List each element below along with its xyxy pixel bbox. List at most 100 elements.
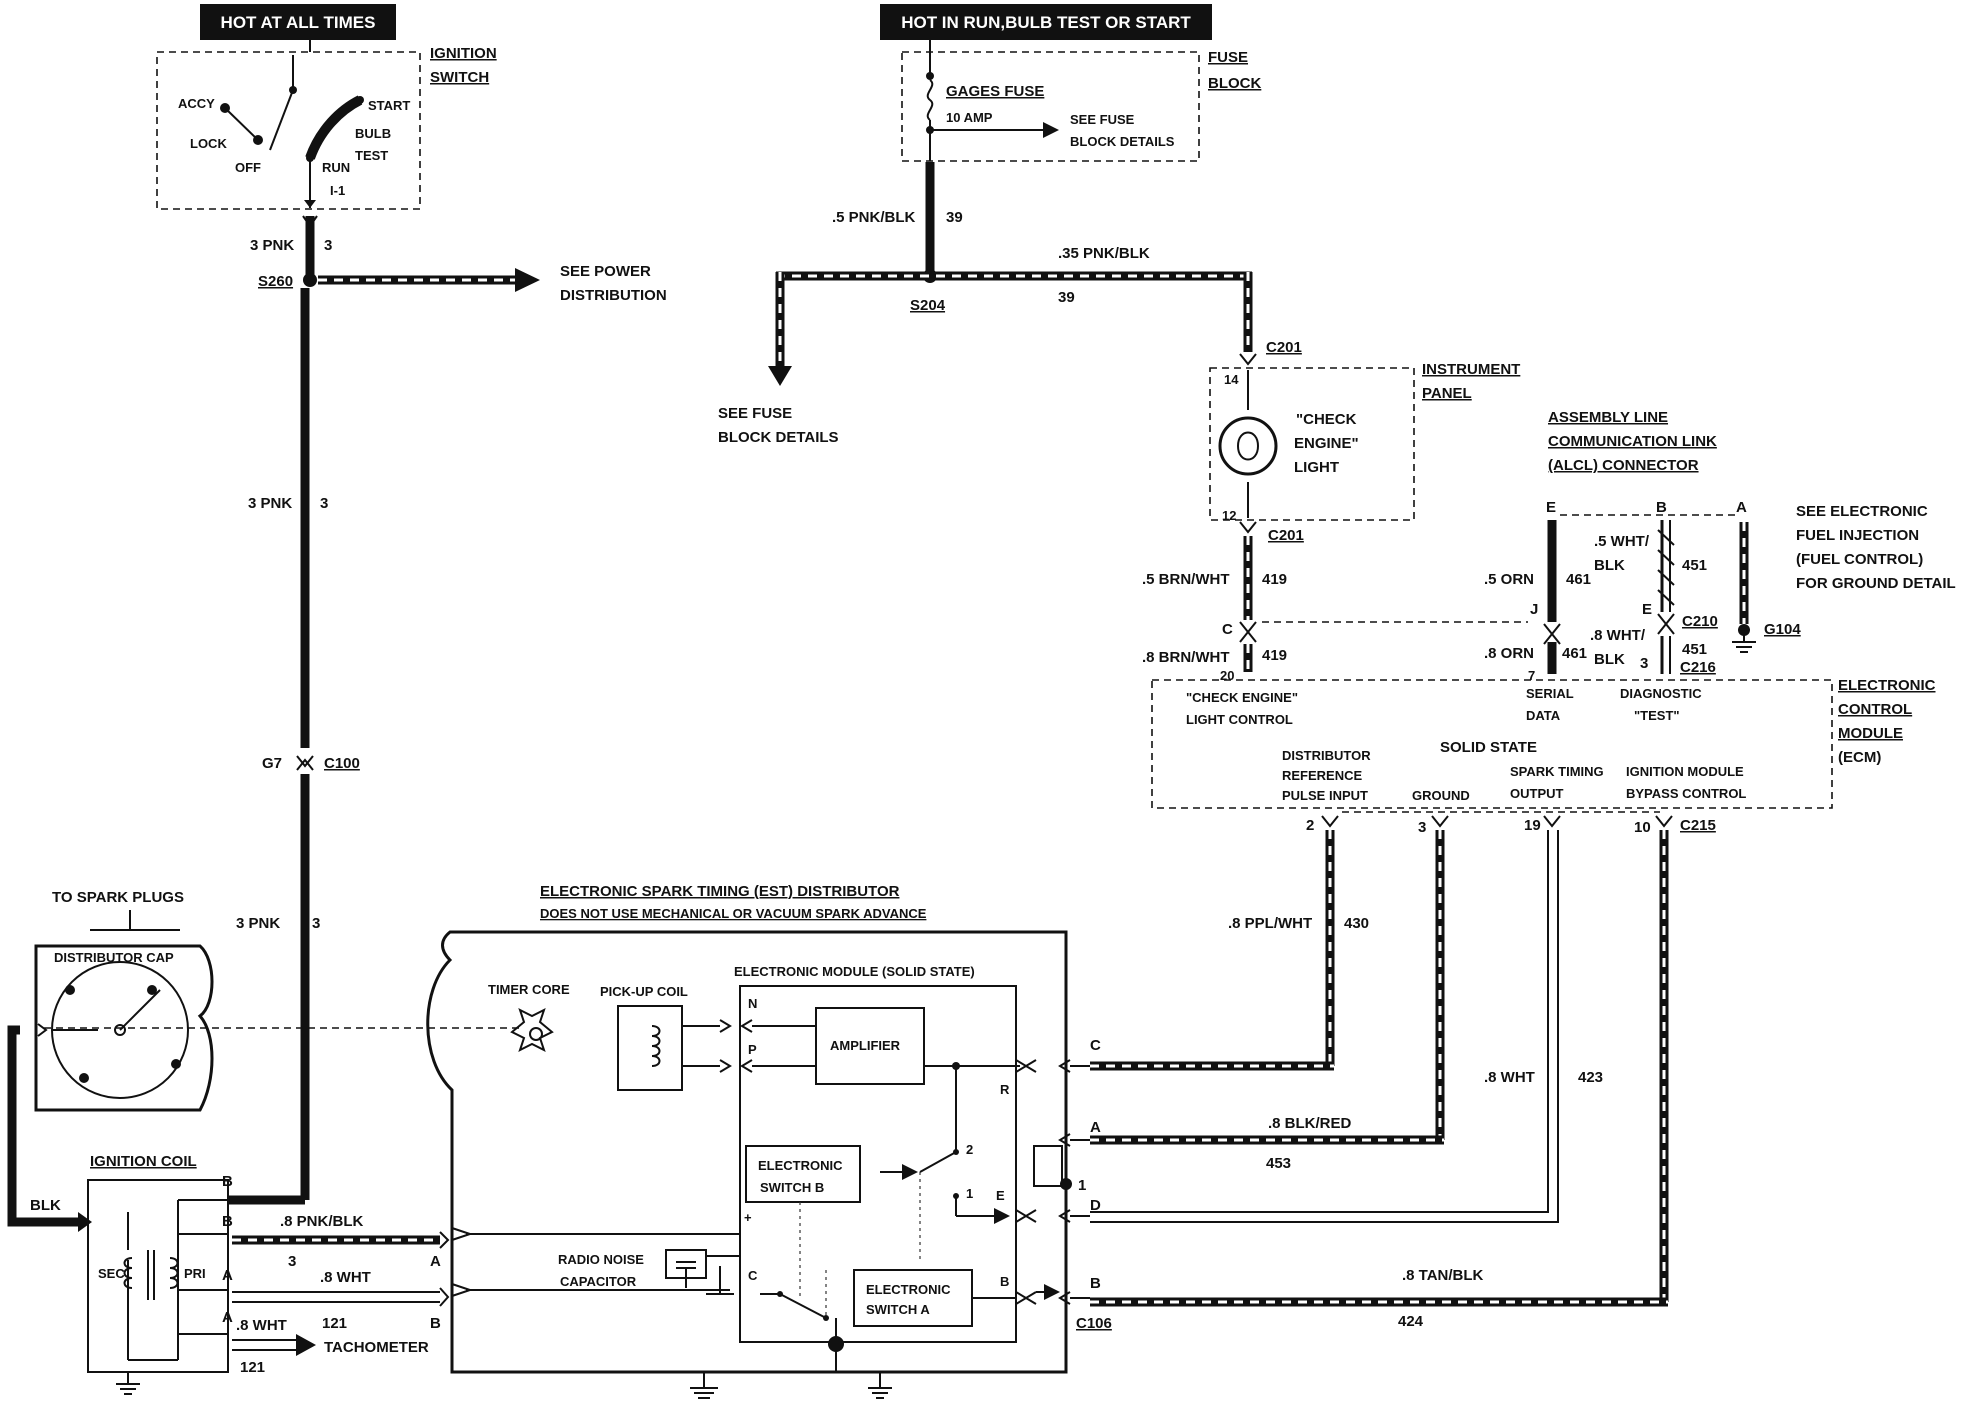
- ecm-spark-1: SPARK TIMING: [1510, 764, 1604, 779]
- radio-noise-1: RADIO NOISE: [558, 1252, 644, 1267]
- ecm-check-1: "CHECK ENGINE": [1186, 690, 1298, 705]
- alcl-pin-e: E: [1546, 499, 1556, 516]
- c453-label: 453: [1266, 1155, 1291, 1172]
- timer-core-symbol: [510, 1008, 554, 1052]
- ecm-spark-2: OUTPUT: [1510, 786, 1564, 801]
- alcl-pin-b: B: [1656, 499, 1667, 516]
- pickup-coil-symbol: [651, 1025, 661, 1067]
- ecm-pin-2: 2: [1306, 817, 1314, 834]
- c201-label-top: C201: [1266, 339, 1302, 356]
- ecm-diag-1: DIAGNOSTIC: [1620, 686, 1702, 701]
- fuse-block-box: [901, 51, 1200, 162]
- wht-blk-5b-label: BLK: [1594, 557, 1625, 574]
- ecm-ign-2: BYPASS CONTROL: [1626, 786, 1746, 801]
- sec-label: SEC: [98, 1266, 125, 1281]
- c419-label-2: 419: [1262, 647, 1287, 664]
- g7-label: G7: [262, 755, 282, 772]
- ecm-pin-19: 19: [1524, 817, 1541, 834]
- ecm-check-2: LIGHT CONTROL: [1186, 712, 1293, 727]
- tan-blk-label: .8 TAN/BLK: [1402, 1267, 1484, 1284]
- pnk-blk-5-label: .5 PNK/BLK: [832, 209, 916, 226]
- instrument-panel-box: [1209, 367, 1415, 521]
- orn-5-label: .5 ORN: [1484, 571, 1534, 588]
- see-efi-4: FOR GROUND DETAIL: [1796, 575, 1956, 592]
- ecm-title-4: (ECM): [1838, 749, 1881, 766]
- fuse-block-title-1: FUSE: [1208, 49, 1248, 66]
- c210-label: C210: [1682, 613, 1718, 630]
- ecm-dist-1: DISTRIBUTOR: [1282, 748, 1371, 763]
- sw-a-2: SWITCH A: [866, 1302, 930, 1317]
- c451-label-1: 451: [1682, 557, 1707, 574]
- c461-label-1: 461: [1566, 571, 1591, 588]
- amplifier-box: [815, 1007, 925, 1085]
- check-light-2: ENGINE": [1294, 435, 1359, 452]
- num-1-out: 1: [1078, 1177, 1086, 1194]
- pin-b1: B: [222, 1173, 233, 1190]
- see-efi-1: SEE ELECTRONIC: [1796, 503, 1928, 520]
- radio-noise-2: CAPACITOR: [560, 1274, 637, 1289]
- est-distributor-housing: [426, 930, 1068, 1374]
- connector-c100: [296, 755, 314, 768]
- rotor: [119, 989, 161, 1031]
- wire-3-label-1: 3: [324, 237, 332, 254]
- i1-label: I-1: [330, 183, 345, 198]
- pin-b2: B: [222, 1213, 233, 1230]
- ecm-dist-2: REFERENCE: [1282, 768, 1363, 783]
- timer-core-label: TIMER CORE: [488, 982, 570, 997]
- tachometer-label: TACHOMETER: [324, 1339, 429, 1356]
- ppl-wht-label: .8 PPL/WHT: [1228, 915, 1312, 932]
- ecm-pin-10: 10: [1634, 819, 1651, 836]
- pin-b-dist: B: [430, 1315, 441, 1332]
- instrument-title-1: INSTRUMENT: [1422, 361, 1520, 378]
- pin-a2: A: [222, 1309, 233, 1326]
- bulb-label: BULB: [355, 126, 391, 141]
- wht-blk-8b-label: BLK: [1594, 651, 1625, 668]
- c100-label: C100: [324, 755, 360, 772]
- est-subtitle: DOES NOT USE MECHANICAL OR VACUUM SPARK …: [540, 906, 927, 921]
- lock-label: LOCK: [190, 136, 227, 151]
- wire-3-label-3: 3: [312, 915, 320, 932]
- see-fuse-center-1: SEE FUSE: [718, 405, 792, 422]
- brn-wht-5-label: .5 BRN/WHT: [1142, 571, 1230, 588]
- pnk-blk-35-label: .35 PNK/BLK: [1058, 245, 1150, 262]
- alcl-title-2: COMMUNICATION LINK: [1548, 433, 1717, 450]
- tach-wht-label: .8 WHT: [236, 1317, 287, 1334]
- relay-switch-contact: [919, 1151, 957, 1173]
- pin-a-out: A: [1090, 1119, 1101, 1136]
- see-fuse-label-2: BLOCK DETAILS: [1070, 134, 1175, 149]
- see-efi-2: FUEL INJECTION: [1796, 527, 1919, 544]
- ignition-switch-box: [156, 51, 421, 210]
- pin-c-out: C: [1090, 1037, 1101, 1054]
- sw-b-1: ELECTRONIC: [758, 1158, 843, 1173]
- tach-121-label: 121: [240, 1359, 265, 1376]
- pri-label: PRI: [184, 1266, 206, 1281]
- ignition-switch-title-1: IGNITION: [430, 45, 497, 62]
- wht-blk-5a-label: .5 WHT/: [1594, 533, 1650, 550]
- ignition-switch-title-2: SWITCH: [430, 69, 489, 86]
- wire-3-label-2: 3: [320, 495, 328, 512]
- ecm-ground: GROUND: [1412, 788, 1470, 803]
- electronic-switch-b: [745, 1145, 861, 1203]
- to-spark-plugs-label: TO SPARK PLUGS: [52, 889, 184, 906]
- brn-wht-8-label: .8 BRN/WHT: [1142, 649, 1230, 666]
- ecm-box: [1151, 679, 1833, 809]
- pnk-blk-8-label: .8 PNK/BLK: [280, 1213, 364, 1230]
- alcl-pin-j: J: [1530, 601, 1538, 618]
- pin-d-out: D: [1090, 1197, 1101, 1214]
- c3-label: 3: [288, 1253, 296, 1270]
- pickup-coil-label: PICK-UP COIL: [600, 984, 688, 999]
- see-fuse-label-1: SEE FUSE: [1070, 112, 1135, 127]
- hot-in-run-text: HOT IN RUN,BULB TEST OR START: [901, 13, 1191, 32]
- pin-b-out: B: [1090, 1275, 1101, 1292]
- hot-at-all-times-header: [200, 4, 396, 40]
- c215-label: C215: [1680, 817, 1716, 834]
- ecm-ign-1: IGNITION MODULE: [1626, 764, 1744, 779]
- ecm-title-1: ELECTRONIC: [1838, 677, 1936, 694]
- wire-3pnk-label-1: 3 PNK: [250, 237, 294, 254]
- pin-b-internal: B: [1000, 1274, 1009, 1289]
- ecm-pin-3: 3: [1418, 819, 1426, 836]
- c216-label: C216: [1680, 659, 1716, 676]
- c39-label-1: 39: [946, 209, 963, 226]
- s260-label: S260: [258, 273, 293, 290]
